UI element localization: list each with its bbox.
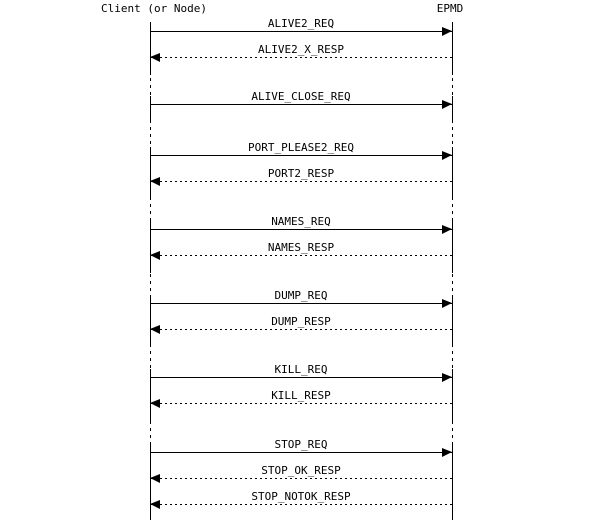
message-line (150, 377, 452, 378)
arrowhead-right-icon (442, 299, 452, 308)
message-label: STOP_REQ (274, 438, 328, 451)
client-lifeline-segment (150, 221, 151, 273)
message-line (150, 181, 452, 182)
message-line (150, 31, 452, 32)
message-label: STOP_NOTOK_RESP (251, 490, 351, 503)
message-label: STOP_OK_RESP (261, 464, 341, 477)
arrowhead-left-icon (150, 177, 160, 186)
client-lifeline-segment (150, 147, 151, 199)
message-label: KILL_RESP (271, 389, 331, 402)
message-kill-resp: KILL_RESP (150, 390, 452, 408)
epmd-lifeline-segment (452, 147, 453, 199)
message-line (150, 255, 452, 256)
arrowhead-right-icon (442, 373, 452, 382)
message-dump-req: DUMP_REQ (150, 290, 452, 308)
arrowhead-right-icon (442, 100, 452, 109)
arrowhead-left-icon (150, 474, 160, 483)
client-lifeline-segment (150, 96, 151, 122)
message-line (150, 104, 452, 105)
epmd-lifeline-segment (452, 221, 453, 273)
message-kill-req: KILL_REQ (150, 364, 452, 382)
message-stop-ok-resp: STOP_OK_RESP (150, 465, 452, 483)
message-alive2-req: ALIVE2_REQ (150, 18, 452, 36)
epmd-lifeline-segment (452, 444, 453, 520)
message-label: ALIVE2_REQ (267, 17, 335, 30)
participant-epmd-label: EPMD (436, 2, 464, 15)
message-alive2-x-resp: ALIVE2_X_RESP (150, 44, 452, 62)
arrowhead-left-icon (150, 53, 160, 62)
message-dump-resp: DUMP_RESP (150, 316, 452, 334)
participant-client-label: Client (or Node) (101, 2, 207, 15)
message-line (150, 504, 452, 505)
message-label: NAMES_REQ (271, 215, 331, 228)
message-line (150, 57, 452, 58)
epmd-lifeline-segment (452, 22, 453, 75)
arrowhead-right-icon (442, 27, 452, 36)
message-label: ALIVE_CLOSE_REQ (251, 90, 351, 103)
message-line (150, 229, 452, 230)
message-line (150, 403, 452, 404)
message-port-please2-req: PORT_PLEASE2_REQ (150, 142, 452, 160)
message-label: KILL_REQ (274, 363, 328, 376)
message-label: DUMP_REQ (274, 289, 328, 302)
arrowhead-right-icon (442, 151, 452, 160)
message-label: PORT2_RESP (267, 167, 335, 180)
arrowhead-left-icon (150, 251, 160, 260)
arrowhead-left-icon (150, 399, 160, 408)
epmd-lifeline-segment (452, 96, 453, 122)
epmd-lifeline-segment (452, 295, 453, 347)
message-line (150, 329, 452, 330)
arrowhead-right-icon (442, 225, 452, 234)
message-line (150, 303, 452, 304)
message-label: ALIVE2_X_RESP (257, 43, 345, 56)
message-line (150, 155, 452, 156)
message-names-resp: NAMES_RESP (150, 242, 452, 260)
arrowhead-left-icon (150, 325, 160, 334)
message-stop-notok-resp: STOP_NOTOK_RESP (150, 491, 452, 509)
client-lifeline-segment (150, 369, 151, 421)
message-label: DUMP_RESP (271, 315, 331, 328)
client-lifeline-segment (150, 22, 151, 75)
message-port2-resp: PORT2_RESP (150, 168, 452, 186)
message-label: NAMES_RESP (267, 241, 335, 254)
message-names-req: NAMES_REQ (150, 216, 452, 234)
arrowhead-left-icon (150, 500, 160, 509)
epmd-lifeline-segment (452, 369, 453, 421)
client-lifeline-segment (150, 295, 151, 347)
message-line (150, 478, 452, 479)
message-label: PORT_PLEASE2_REQ (248, 141, 354, 154)
arrowhead-right-icon (442, 448, 452, 457)
message-alive-close-req: ALIVE_CLOSE_REQ (150, 91, 452, 109)
message-line (150, 452, 452, 453)
message-stop-req: STOP_REQ (150, 439, 452, 457)
